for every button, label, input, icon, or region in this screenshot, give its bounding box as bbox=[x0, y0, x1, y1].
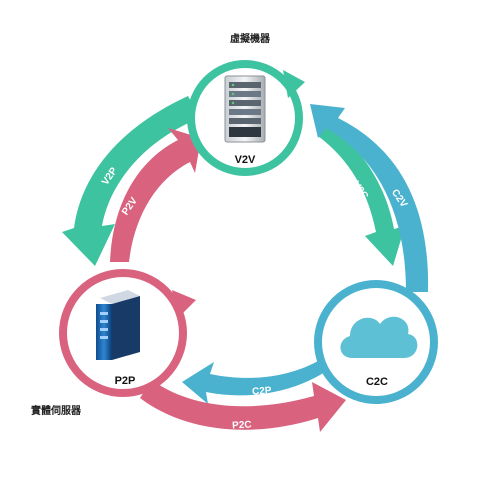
arrow-v2c bbox=[318, 124, 405, 266]
cloud-icon bbox=[340, 316, 418, 358]
virtual-machine-caption: 虛擬機器 bbox=[230, 32, 271, 45]
node-v2v: V2V bbox=[187, 60, 305, 176]
node-c2c-label: C2C bbox=[366, 376, 388, 388]
node-p2p-label: P2P bbox=[115, 375, 136, 387]
arrow-c2p-label: C2P bbox=[252, 385, 273, 397]
arrow-v2p bbox=[62, 96, 200, 266]
node-c2c: C2C bbox=[314, 280, 438, 404]
arrow-p2v bbox=[110, 128, 201, 262]
node-v2v-label: V2V bbox=[235, 154, 256, 166]
blue-server-icon bbox=[96, 290, 140, 360]
node-p2p: P2P bbox=[59, 269, 196, 397]
arrow-c2p bbox=[182, 360, 325, 404]
server-rack-icon bbox=[224, 75, 266, 143]
arrow-c2v bbox=[310, 104, 429, 292]
physical-server-caption: 實體伺服器 bbox=[31, 404, 82, 417]
arrow-p2c bbox=[140, 380, 346, 432]
arrow-p2c-label: P2C bbox=[232, 420, 252, 432]
